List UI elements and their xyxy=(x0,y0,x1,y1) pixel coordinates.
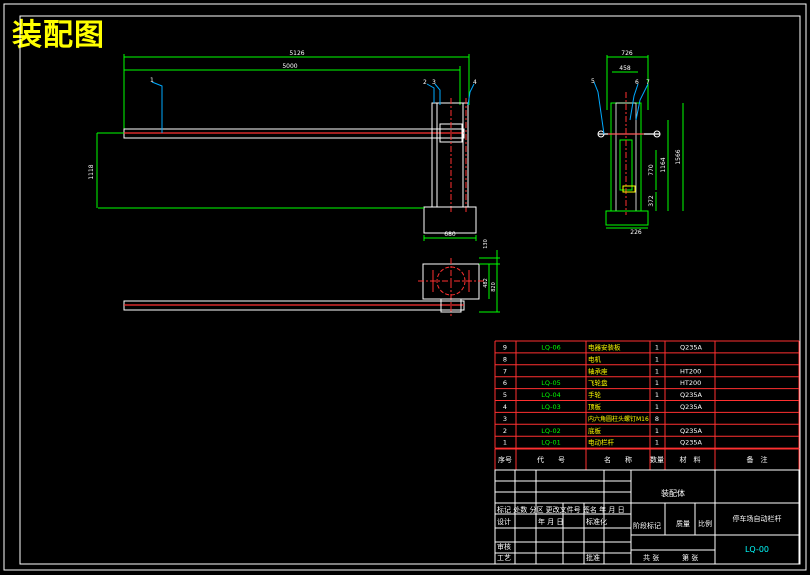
bom-row-1-qty: 1 xyxy=(655,439,659,447)
bom-header-note: 备 注 xyxy=(747,455,768,464)
tb-scale: 比例 xyxy=(698,519,712,528)
bom-header-material: 材 料 xyxy=(680,455,701,464)
bom-row-6-material: HT200 xyxy=(680,379,701,387)
base-plate xyxy=(423,206,477,234)
balloon-4: 4 xyxy=(473,79,477,86)
inner-frame xyxy=(19,15,801,565)
dim-side-top: 726 xyxy=(621,50,633,57)
bom-row-1-code: LQ-01 xyxy=(541,439,561,447)
tb-center: 装配体 xyxy=(661,488,685,498)
bom-row-8-name: 电机 xyxy=(588,354,602,363)
tb-row1: 标记 处数 分区 更改文件号 签名 年 月 日 xyxy=(497,505,625,514)
bom-row-9-name: 电器安装板 xyxy=(588,343,621,352)
bom-row-9-qty: 1 xyxy=(655,344,659,352)
balloon-6: 6 xyxy=(635,79,639,86)
bom-header-qty: 数量 xyxy=(650,455,664,464)
tb-drawing-no: LQ-00 xyxy=(745,545,769,554)
dim-side-mid: 458 xyxy=(619,65,631,72)
bom-row-2-material: Q235A xyxy=(680,427,703,435)
bom-row-7-no: 7 xyxy=(503,367,507,375)
bom-row-5-no: 5 xyxy=(503,391,507,399)
dim-side-inner: 1164 xyxy=(660,157,667,172)
bom-row-9-code: LQ-06 xyxy=(541,344,561,352)
tb-weight: 质量 xyxy=(676,519,690,528)
bom-header-name: 名 称 xyxy=(604,455,632,464)
tb-sheets: 共 张 xyxy=(643,553,659,562)
bom-row-5-code: LQ-04 xyxy=(541,391,561,399)
balloon-7: 7 xyxy=(646,79,650,86)
bom-row-6-code: LQ-05 xyxy=(541,379,561,387)
bom-row-1-no: 1 xyxy=(503,439,507,447)
dim-base-width: 680 xyxy=(444,231,456,238)
tb-process: 工艺 xyxy=(497,554,511,562)
bom-row-6-no: 6 xyxy=(503,379,507,387)
bom-row-9-no: 9 xyxy=(503,344,507,352)
bom-row-3-qty: 8 xyxy=(655,415,659,423)
dim-side-bottom: 226 xyxy=(630,229,642,236)
bom-row-6-name: 飞轮盘 xyxy=(588,378,608,387)
tb-product: 停车场自动栏杆 xyxy=(733,514,782,523)
balloon-5: 5 xyxy=(591,78,595,85)
bom-row-5-qty: 1 xyxy=(655,391,659,399)
tb-review: 审核 xyxy=(497,542,511,551)
tb-date: 年 月 日 xyxy=(538,517,563,526)
bom-row-1-name: 电动栏杆 xyxy=(588,438,615,447)
bom-row-4-name: 顶板 xyxy=(588,402,602,411)
bom-row-7-name: 轴承座 xyxy=(588,366,608,375)
bom-row-7-material: HT200 xyxy=(680,367,701,375)
dim-plan-b: 482 xyxy=(483,278,489,288)
tb-sheet: 第 张 xyxy=(682,553,698,562)
tb-stage: 阶段标记 xyxy=(633,521,661,530)
bom-row-3-no: 3 xyxy=(503,415,507,423)
bom-row-2-name: 底板 xyxy=(588,426,602,435)
dim-side-lower: 372 xyxy=(648,195,655,207)
drawing-title: 装配图 xyxy=(12,18,105,53)
balloon-2: 2 xyxy=(423,79,427,86)
dim-plan-c: 820 xyxy=(491,282,497,292)
bom-row-2-no: 2 xyxy=(503,427,507,435)
bom-row-3-name: 内六角圆柱头螺钉M16 xyxy=(588,415,649,423)
balloon-1: 1 xyxy=(150,77,154,84)
bom-row-4-qty: 1 xyxy=(655,403,659,411)
tb-std: 标准化 xyxy=(586,517,607,526)
bom-row-5-material: Q235A xyxy=(680,391,703,399)
dim-total-length: 5126 xyxy=(289,50,304,57)
bom-row-6-qty: 1 xyxy=(655,379,659,387)
bom-header-code: 代 号 xyxy=(537,455,565,464)
dim-arm-length: 5000 xyxy=(282,63,297,70)
bom-row-1-material: Q235A xyxy=(680,439,703,447)
bom-row-5-name: 手轮 xyxy=(588,390,602,399)
bom-row-9-material: Q235A xyxy=(680,344,703,352)
plan-view: 130 482 820 xyxy=(123,239,500,318)
bom-row-4-material: Q235A xyxy=(680,403,703,411)
bom-row-8-no: 8 xyxy=(503,355,507,363)
tb-approve: 批准 xyxy=(586,553,600,562)
outer-frame xyxy=(3,3,807,571)
bom-row-4-no: 4 xyxy=(503,403,507,411)
dim-side-height: 1566 xyxy=(675,149,682,164)
bom-row-2-code: LQ-02 xyxy=(541,427,561,435)
dim-plan-a: 130 xyxy=(483,239,489,249)
title-block: 序号 代 号 名 称 数量 材 料 备 注 xyxy=(494,448,800,565)
balloon-3: 3 xyxy=(432,79,436,86)
tb-design: 设计 xyxy=(497,517,511,526)
side-base xyxy=(605,210,649,226)
front-view: 5126 5000 1118 680 xyxy=(88,50,477,241)
bom-row-8-qty: 1 xyxy=(655,355,659,363)
bom-row-2-qty: 1 xyxy=(655,427,659,435)
bom-row-7-qty: 1 xyxy=(655,367,659,375)
bom-row-4-code: LQ-03 xyxy=(541,403,561,411)
dim-side-mid-height: 770 xyxy=(648,164,655,176)
side-view: 726 458 1566 1164 770 372 226 xyxy=(591,50,684,236)
dim-height-left: 1118 xyxy=(88,164,95,179)
bom-header-no: 序号 xyxy=(498,455,512,464)
